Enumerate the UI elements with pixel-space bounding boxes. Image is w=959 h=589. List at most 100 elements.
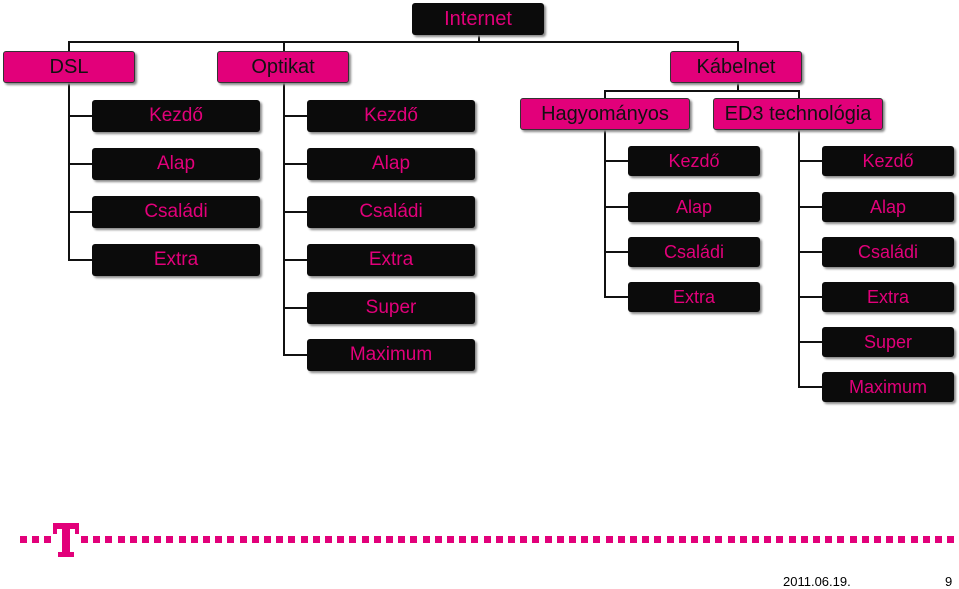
brand-dot	[776, 536, 784, 543]
brand-dot	[642, 536, 650, 543]
subcategory-hagyomanyos: Hagyományos	[520, 98, 690, 130]
brand-dot	[203, 536, 210, 543]
brand-dot	[617, 536, 625, 543]
connector	[737, 41, 739, 51]
connector	[68, 211, 92, 213]
dotted-brand-line	[20, 536, 955, 543]
brand-dot	[825, 536, 833, 543]
connector	[798, 251, 822, 253]
brand-dot	[434, 536, 442, 543]
hagyomanyos-package-alap: Alap	[628, 192, 760, 222]
connector	[798, 206, 822, 208]
brand-dot	[288, 536, 296, 543]
connector	[798, 90, 800, 98]
connector	[68, 41, 70, 51]
connector	[604, 90, 800, 92]
brand-dot	[190, 536, 198, 543]
connector	[798, 130, 800, 387]
brand-dot	[20, 536, 27, 543]
brand-dot	[142, 536, 149, 543]
brand-dot	[788, 536, 796, 543]
brand-dot	[569, 536, 576, 543]
brand-dot	[495, 536, 503, 543]
optikat-package-extra: Extra	[307, 244, 475, 276]
connector	[68, 259, 92, 261]
brand-dot	[93, 536, 101, 543]
brand-dot	[129, 536, 137, 543]
connector	[68, 163, 92, 165]
brand-dot	[630, 536, 637, 543]
connector	[604, 130, 606, 297]
brand-dot	[410, 536, 418, 543]
root-node-internet: Internet	[412, 3, 544, 35]
brand-dot	[471, 536, 479, 543]
brand-dot	[837, 536, 845, 543]
connector	[478, 34, 480, 42]
brand-dot	[44, 536, 52, 543]
footer-date: 2011.06.19.	[783, 574, 851, 589]
connector	[604, 90, 606, 98]
brand-dot	[556, 536, 564, 543]
brand-dot	[703, 536, 711, 543]
connector	[283, 354, 307, 356]
connector	[798, 386, 822, 388]
page-number: 9	[945, 574, 953, 589]
brand-dot	[386, 536, 393, 543]
connector	[604, 206, 628, 208]
brand-dot	[447, 536, 454, 543]
brand-dot	[727, 536, 735, 543]
connector	[283, 115, 307, 117]
telekom-t-logo	[53, 523, 79, 557]
brand-dot	[581, 536, 589, 543]
connector	[798, 296, 822, 298]
connector	[283, 211, 307, 213]
hagyomanyos-package-extra: Extra	[628, 282, 760, 312]
brand-dot	[154, 536, 162, 543]
brand-dot	[691, 536, 698, 543]
dsl-package-kezdo: Kezdő	[92, 100, 260, 132]
brand-dot	[178, 536, 186, 543]
brand-dot	[764, 536, 772, 543]
brand-dot	[666, 536, 674, 543]
brand-dot	[300, 536, 308, 543]
brand-dot	[654, 536, 662, 543]
optikat-package-alap: Alap	[307, 148, 475, 180]
subcategory-ed3-technologia: ED3 technológia	[713, 98, 883, 130]
category-dsl: DSL	[3, 51, 135, 83]
dsl-package-alap: Alap	[92, 148, 260, 180]
brand-dot	[349, 536, 357, 543]
brand-dot	[508, 536, 515, 543]
optikat-package-csaladi: Családi	[307, 196, 475, 228]
optikat-package-maximum: Maximum	[307, 339, 475, 371]
brand-dot	[593, 536, 601, 543]
connector	[604, 296, 628, 298]
brand-dot	[227, 536, 235, 543]
dsl-package-csaladi: Családi	[92, 196, 260, 228]
brand-dot	[715, 536, 723, 543]
brand-dot	[361, 536, 369, 543]
dsl-package-extra: Extra	[92, 244, 260, 276]
brand-dot	[483, 536, 491, 543]
connector	[68, 115, 92, 117]
ed3-package-alap: Alap	[822, 192, 954, 222]
connector	[283, 41, 285, 51]
brand-dot	[935, 536, 942, 543]
brand-dot	[910, 536, 918, 543]
brand-dot	[166, 536, 174, 543]
brand-dot	[251, 536, 259, 543]
brand-dot	[947, 536, 955, 543]
brand-dot	[215, 536, 223, 543]
brand-dot	[861, 536, 869, 543]
optikat-package-kezdo: Kezdő	[307, 100, 475, 132]
brand-dot	[373, 536, 381, 543]
brand-dot	[886, 536, 894, 543]
brand-dot	[678, 536, 686, 543]
brand-dot	[532, 536, 540, 543]
connector	[68, 41, 739, 43]
brand-dot	[398, 536, 406, 543]
connector	[798, 160, 822, 162]
optikat-package-super: Super	[307, 292, 475, 324]
brand-dot	[239, 536, 247, 543]
connector	[604, 251, 628, 253]
ed3-package-super: Super	[822, 327, 954, 357]
